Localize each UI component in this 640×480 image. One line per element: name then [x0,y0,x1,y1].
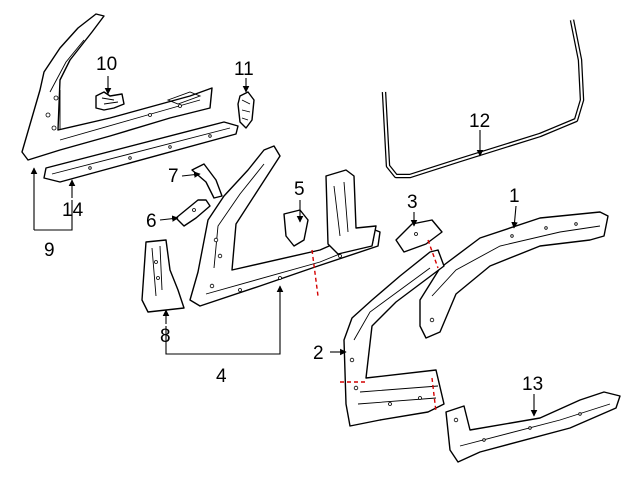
part-8-pillar [141,239,185,313]
part-12-weatherstrip [381,19,585,179]
callout-7: 7 [168,166,179,187]
callout-6: 6 [146,211,157,232]
part-14-reinforcement [43,121,239,183]
leader-1 [511,205,518,229]
part-9-assembly [21,13,213,161]
part-7-bracket [191,163,223,199]
part-4-side-panel [189,145,381,307]
part-6-bracket [175,199,211,227]
callout-1: 1 [509,186,520,207]
cut-line-part-4 [311,249,319,297]
part-1-outer-pillar [419,211,609,339]
leader-7 [181,171,201,178]
callout-8: 8 [160,326,171,347]
callout-4: 4 [216,366,227,387]
part-13-outer-rocker [445,391,621,463]
part-3-bracket [395,219,443,253]
callout-2: 2 [313,343,324,364]
callout-3: 3 [407,192,418,213]
callout-5: 5 [294,179,305,200]
part-11-plug [237,91,255,129]
cut-line-part-2-lower [431,377,437,413]
callout-13: 13 [522,374,543,395]
part-2-inner-panel [343,249,445,427]
leader-6 [159,215,179,222]
callout-10: 10 [96,54,117,75]
callout-9: 9 [44,240,55,261]
leader-9-bar [34,200,73,231]
part-10-bracket [95,91,125,111]
callout-12: 12 [469,111,490,132]
cut-line-part-3 [427,239,439,269]
callout-11: 11 [234,59,254,80]
callout-14: 14 [62,200,84,221]
leader-4 [165,285,284,355]
